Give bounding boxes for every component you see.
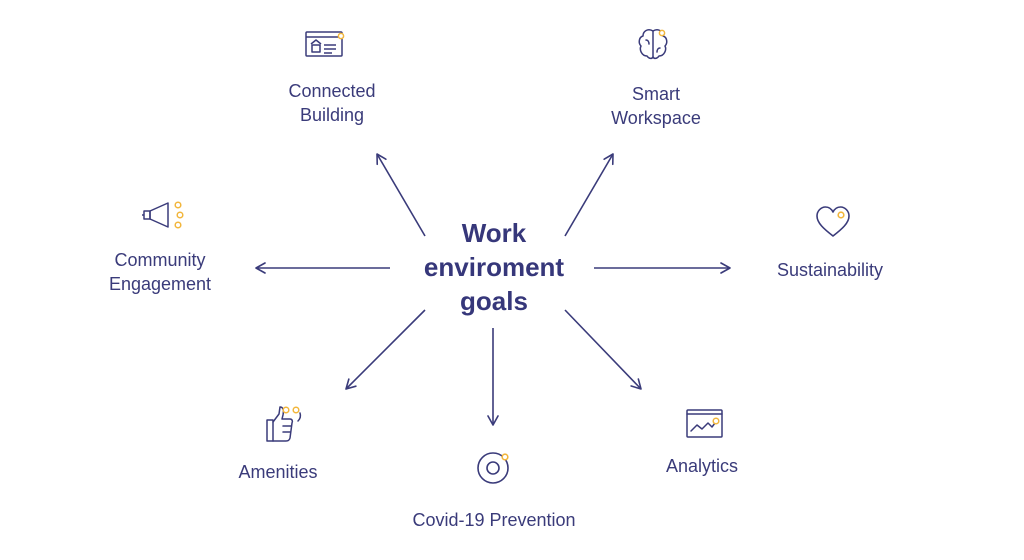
- node-analytics: Analytics: [652, 454, 752, 478]
- node-label: Sustainability: [776, 260, 884, 280]
- brain-icon: [638, 29, 668, 60]
- center-title-line-2: enviroment: [423, 252, 565, 282]
- node-connected-building: Connected Building: [262, 79, 402, 127]
- arrow-to-connected-building: [376, 153, 426, 237]
- node-label: Covid-19 Prevention: [412, 510, 576, 530]
- center-title-line-1: Work: [461, 218, 527, 248]
- thumbs-up-icon: [266, 406, 302, 442]
- node-amenities: Amenities: [218, 460, 338, 484]
- node-smart-workspace: Smart Workspace: [586, 82, 726, 130]
- arrow-to-smart-workspace: [564, 153, 614, 237]
- id-card-icon: [305, 31, 345, 57]
- node-label-line-2: Engagement: [108, 274, 212, 294]
- node-label-line-2: Building: [299, 105, 365, 125]
- node-sustainability: Sustainability: [760, 258, 900, 282]
- chart-icon: [686, 409, 723, 438]
- center-title: Work enviroment goals: [394, 216, 594, 318]
- node-label-line-1: Connected: [288, 81, 376, 101]
- node-label-line-2: Workspace: [611, 108, 701, 128]
- arrow-to-amenities: [345, 309, 426, 390]
- center-title-line-3: goals: [460, 286, 528, 316]
- node-label: Amenities: [238, 462, 318, 482]
- heart-icon: [816, 206, 850, 237]
- megaphone-icon: [142, 201, 184, 229]
- arrow-to-analytics: [564, 309, 642, 390]
- node-label: Analytics: [665, 456, 739, 476]
- node-covid-prevention: Covid-19 Prevention: [394, 508, 594, 532]
- node-label-line-1: Community: [114, 250, 206, 270]
- node-label-line-1: Smart: [631, 84, 680, 104]
- node-community-engagement: Community Engagement: [90, 248, 230, 296]
- target-icon: [477, 452, 509, 484]
